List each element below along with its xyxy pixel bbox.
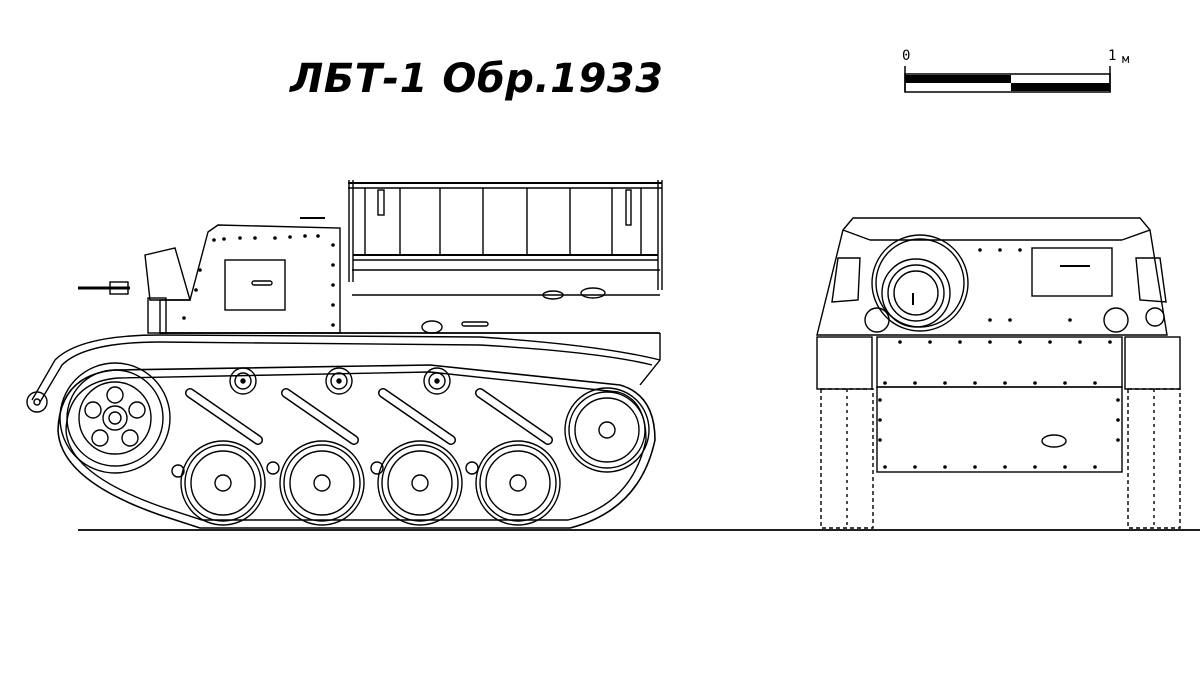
track <box>57 364 656 529</box>
suspension-springs <box>185 388 553 445</box>
hull <box>26 320 661 413</box>
scale-unit-label: м <box>1122 52 1130 66</box>
front-view <box>816 217 1181 529</box>
scale-start-label: 0 <box>902 48 911 64</box>
scale-end-label: 1 <box>1108 48 1117 64</box>
cabin <box>78 217 341 334</box>
road-wheels <box>171 387 650 526</box>
side-view <box>26 180 663 529</box>
scale-bar: 0 1 м <box>900 48 1140 98</box>
cargo-rails <box>348 180 663 300</box>
scale-bar-graphic <box>904 66 1111 93</box>
drawing-title: ЛБТ-1 Обр.1933 <box>290 56 664 102</box>
return-rollers <box>229 367 451 395</box>
front-tracks <box>820 388 1181 529</box>
drive-sprocket <box>59 362 171 474</box>
